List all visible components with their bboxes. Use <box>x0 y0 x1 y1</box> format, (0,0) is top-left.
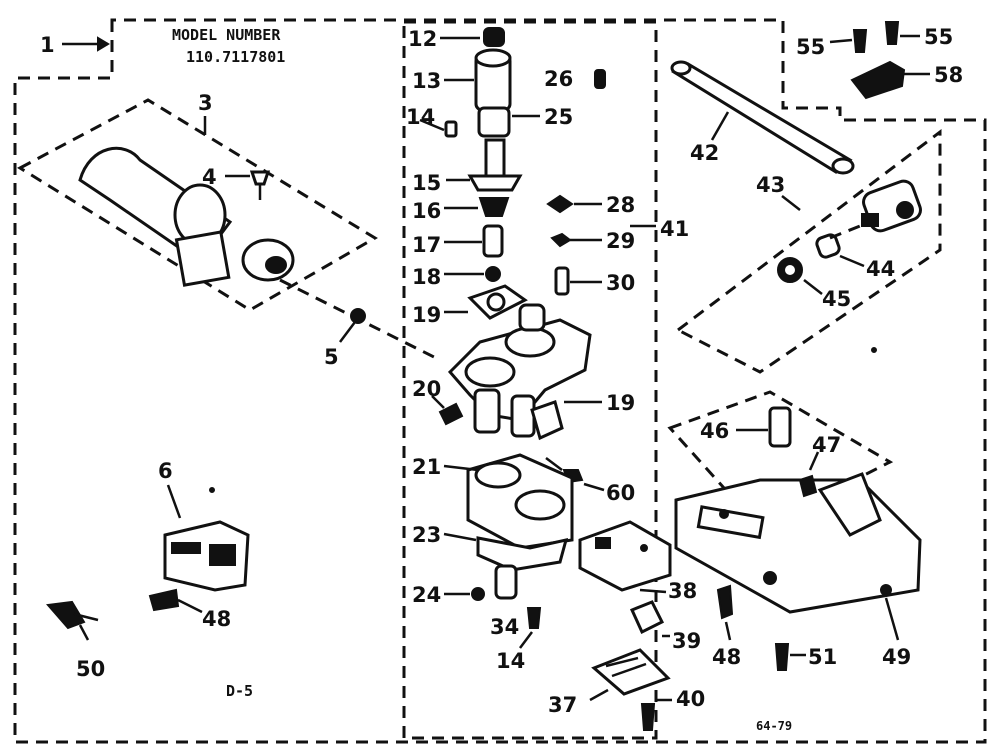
part-21-solenoid <box>443 453 574 550</box>
part-3-inlet-tube <box>78 116 295 287</box>
callout-21: 21 <box>412 455 441 479</box>
callout-20: 20 <box>412 377 441 401</box>
callout-6: 6 <box>158 459 173 483</box>
part-20-screw <box>431 395 464 426</box>
part-38-terminal-block <box>578 520 672 594</box>
part-49-frame <box>667 390 894 530</box>
part-44-seal <box>815 233 865 268</box>
model-number-label: MODEL NUMBER <box>172 26 281 44</box>
callout-23: 23 <box>412 523 441 547</box>
callout-55-left: 55 <box>796 35 825 59</box>
part-49-mounting-plate <box>674 472 922 641</box>
part-18-ball <box>444 266 501 282</box>
part-55-screw-left <box>829 29 868 53</box>
part-12-cap <box>440 27 505 47</box>
part-19-gasket-top <box>444 284 528 320</box>
part-50-fitting <box>46 600 99 641</box>
callout-60: 60 <box>606 481 635 505</box>
part-46-clip <box>736 406 792 448</box>
callout-26: 26 <box>544 67 573 91</box>
part-3-frame <box>16 98 378 312</box>
callout-19-top: 19 <box>412 303 441 327</box>
callout-25: 25 <box>544 105 573 129</box>
part-16-seal <box>444 197 510 217</box>
part-58-clamp <box>850 60 930 100</box>
valve-assembly-boundary <box>402 20 658 740</box>
callout-44: 44 <box>866 257 895 281</box>
callout-15: 15 <box>412 171 441 195</box>
callout-40: 40 <box>676 687 705 711</box>
part-17-guide <box>444 224 504 258</box>
callout-37: 37 <box>548 693 577 717</box>
part-29-nut <box>550 232 602 248</box>
assembly-boundary <box>13 18 987 744</box>
part-55-screw-right <box>884 21 920 45</box>
callout-58: 58 <box>934 63 963 87</box>
diagram-code-left: D-5 <box>226 682 253 700</box>
part-48-screw-left <box>148 588 203 614</box>
part-13-plunger <box>444 48 512 112</box>
callout-46: 46 <box>700 419 729 443</box>
callout-24: 24 <box>412 583 441 607</box>
part-40-screw <box>640 698 672 731</box>
callout-48-right: 48 <box>712 645 741 669</box>
callout-13: 13 <box>412 69 441 93</box>
callout-39: 39 <box>672 629 701 653</box>
part-26-pin <box>594 69 606 89</box>
callout-34: 34 <box>490 615 519 639</box>
part-34-spring <box>494 564 518 600</box>
part-42-tube <box>670 60 855 175</box>
part-43-frame <box>675 128 942 374</box>
diagram-code-right: 64-79 <box>756 719 792 733</box>
valve-body <box>447 303 592 438</box>
part-24-screw <box>444 587 485 601</box>
callout-48-left: 48 <box>202 607 231 631</box>
callout-45: 45 <box>822 287 851 311</box>
callout-3: 3 <box>198 91 213 115</box>
callout-19-side: 19 <box>606 391 635 415</box>
part-6-bracket <box>163 484 250 592</box>
part-28-diaphragm <box>546 194 602 214</box>
part-25-spring <box>477 106 540 138</box>
part-14-screw-top <box>419 118 458 138</box>
callout-51: 51 <box>808 645 837 669</box>
part-47-nut <box>798 451 820 498</box>
callout-18: 18 <box>412 265 441 289</box>
callout-16: 16 <box>412 199 441 223</box>
part-48-screw-right <box>716 584 734 641</box>
part-5-washer <box>350 308 366 324</box>
callout-4: 4 <box>202 165 217 189</box>
callout-17: 17 <box>412 233 441 257</box>
part-30-pin <box>554 266 602 296</box>
callout-1: 1 <box>40 33 55 57</box>
part-23-bracket <box>443 532 569 572</box>
part-4-screw <box>225 170 271 200</box>
callout-55-right: 55 <box>924 25 953 49</box>
callout-50: 50 <box>76 657 105 681</box>
callout-28: 28 <box>606 193 635 217</box>
callout-47: 47 <box>812 433 841 457</box>
callout-29: 29 <box>606 229 635 253</box>
callout-12: 12 <box>408 27 437 51</box>
callout-38: 38 <box>668 579 697 603</box>
part-37-label <box>589 648 671 702</box>
callout-14-bottom: 14 <box>496 649 525 673</box>
part-15-stem <box>446 138 523 192</box>
callout-43: 43 <box>756 173 785 197</box>
part-43-fitting <box>781 179 922 233</box>
part-39-clip <box>629 600 670 638</box>
part-45-washer <box>777 257 823 295</box>
callout-5: 5 <box>324 345 339 369</box>
part-14-screw-bottom <box>519 607 542 649</box>
part-19-gasket-side <box>530 400 602 441</box>
part-51-screw <box>774 643 806 671</box>
callout-14-top: 14 <box>406 105 435 129</box>
callout-49: 49 <box>882 645 911 669</box>
callout-30: 30 <box>606 271 635 295</box>
model-number-value: 110.7117801 <box>186 48 285 66</box>
callout-42: 42 <box>690 141 719 165</box>
callout-41: 41 <box>660 217 689 241</box>
